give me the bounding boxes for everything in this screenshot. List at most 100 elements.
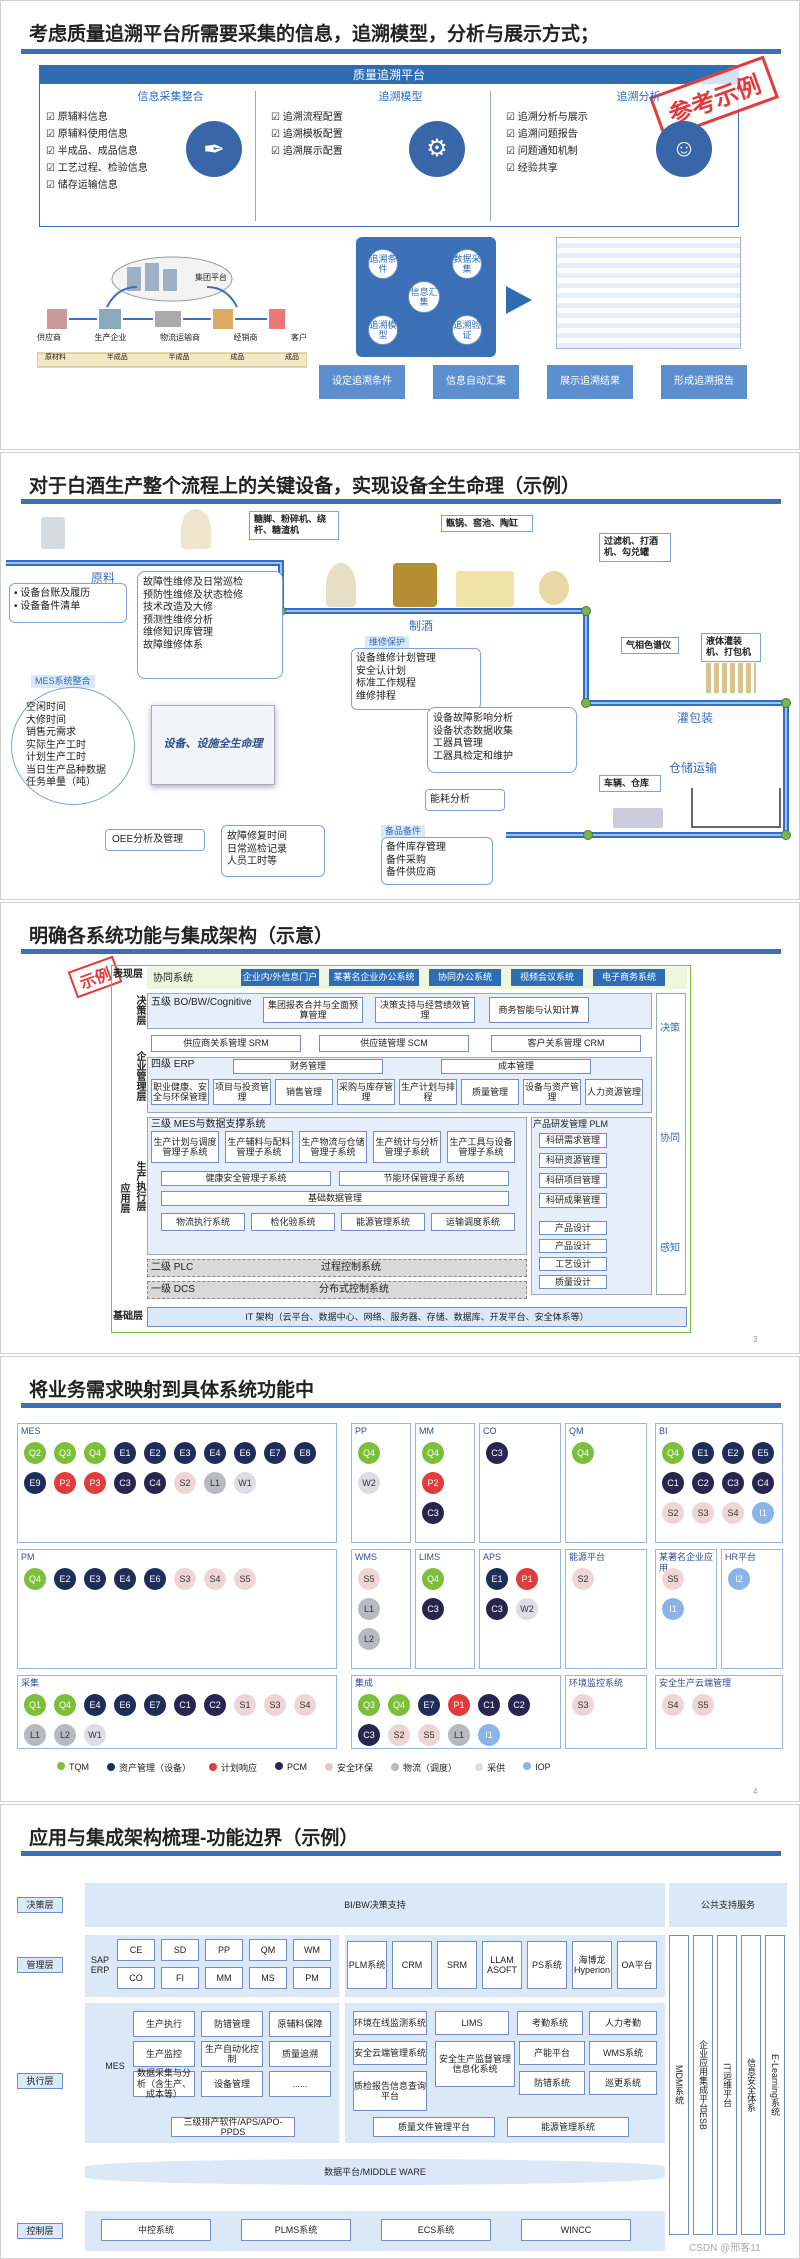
- requirement-badge: E3: [174, 1442, 196, 1464]
- list-item: ☑ 原辅料使用信息: [46, 128, 128, 140]
- requirement-badge: C2: [692, 1472, 714, 1494]
- flow-node: [581, 698, 591, 708]
- side-sense: 感知: [660, 1243, 680, 1254]
- list-item: • 设备备件清单: [14, 600, 81, 612]
- slide-boundary: 应用与集成架构梳理-功能边界（示例） 决策层 管理层 执行层 控制层 BI/BW…: [0, 1804, 800, 2259]
- requirement-badge: P2: [54, 1472, 76, 1494]
- list-item: ☑ 追溯问题报告: [506, 128, 578, 140]
- requirement-badge: S2: [662, 1502, 684, 1524]
- l3-item: 生产工具与设备管理子系统: [447, 1131, 515, 1163]
- layer-biz: 企业管理层: [134, 1051, 145, 1101]
- slide-equipment-lifecycle: 对于白酒生产整个流程上的关键设备，实现设备全生命理（示例） 原料 制酒 灌包装 …: [0, 452, 800, 900]
- bi-box: BI/BW决策支持: [85, 1883, 665, 1927]
- list-item: ☑ 追溯模板配置: [271, 128, 343, 140]
- requirement-badge: E6: [114, 1694, 136, 1716]
- l4-item: 职业健康、安全与环保管理: [151, 1079, 209, 1105]
- platform-header: 质量追溯平台: [40, 66, 738, 84]
- requirement-badge: C2: [508, 1694, 530, 1716]
- slide-architecture: 明确各系统功能与集成架构（示意） 示例 表现层 协同系统 企业内/外信息门户 某…: [0, 902, 800, 1354]
- col-analysis-list: ☑ 追溯分析与展示 ☑ 追溯问题报告 ☑ 问题通知机制 ☑ 经验共享: [506, 109, 731, 177]
- fin-item: 财务管理: [233, 1059, 383, 1074]
- l3d-item: 运输调度系统: [431, 1213, 515, 1231]
- requirement-badge: C3: [486, 1598, 508, 1620]
- mes-module: 生产自动化控制: [201, 2041, 263, 2067]
- stage-raw: 原料: [91, 571, 116, 585]
- requirement-badge: C3: [422, 1598, 444, 1620]
- step-box: 展示追溯结果: [547, 365, 633, 399]
- requirement-badge: Q4: [422, 1568, 444, 1590]
- l5-label: 五级 BO/BW/Cognitive: [151, 997, 252, 1008]
- requirement-badge: C1: [478, 1694, 500, 1716]
- page-number: 3: [753, 1335, 758, 1344]
- scm-item: 供应链管理 SCM: [319, 1035, 469, 1052]
- l5-item: 决策支持与经营绩效管理: [375, 997, 475, 1023]
- energy-box: 能源管理系统: [507, 2117, 629, 2137]
- requirement-badge: L1: [358, 1598, 380, 1620]
- plm-item: 科研项目管理: [539, 1173, 607, 1188]
- requirement-badge: S4: [204, 1568, 226, 1590]
- steps-row: 设定追溯条件 信息自动汇集 展示追溯结果 形成追溯报告: [319, 365, 749, 399]
- flow-node: [581, 606, 591, 616]
- requirement-badge: C2: [204, 1694, 226, 1716]
- step-box: 信息自动汇集: [433, 365, 519, 399]
- requirement-badge: Q4: [24, 1568, 46, 1590]
- dcs-zone: [147, 1281, 527, 1299]
- l3b-item: 健康安全管理子系统: [161, 1171, 331, 1186]
- flow-node: [583, 830, 593, 840]
- ctrl-module: ECS系统: [381, 2219, 491, 2241]
- col-model: 追溯模型 ☑ 追溯流程配置 ☑ 追溯模板配置 ☑ 追溯展示配置 ⚙: [271, 91, 491, 221]
- requirement-badge: C4: [144, 1472, 166, 1494]
- stage-brew: 制酒: [409, 619, 434, 633]
- list-item: ☑ 储存运输信息: [46, 179, 118, 191]
- row-ctrl: 控制层: [17, 2223, 63, 2239]
- requirement-badge: S2: [388, 1724, 410, 1746]
- fin-item: 成本管理: [441, 1059, 591, 1074]
- tag-blend-equip: 过滤机、打酒机、勾兑罐: [599, 533, 671, 562]
- flow-labels: 原材料 半成品 半成品 成品 成品: [45, 354, 299, 363]
- l3-item: 生产统计与分析管理子系统: [373, 1131, 441, 1163]
- plc-zone: [147, 1259, 527, 1277]
- side-module: E-Learning系统: [765, 1935, 785, 2235]
- mgmt-module: SRM: [437, 1941, 477, 1989]
- requirement-badge: P3: [84, 1472, 106, 1494]
- mgmt-module: PLM系统: [347, 1941, 387, 1989]
- mes-module: ......: [269, 2071, 331, 2097]
- requirement-badge: C3: [358, 1724, 380, 1746]
- presenter-icon: ☺: [656, 121, 712, 177]
- requirement-badge: L2: [54, 1724, 76, 1746]
- step-box: 设定追溯条件: [319, 365, 405, 399]
- tag-raw-equip: 糖脚、粉碎机、绕杆、糖渣机: [249, 511, 339, 540]
- title-bar: [21, 499, 781, 504]
- requirement-badge: I1: [662, 1598, 684, 1620]
- sap-label: SAP ERP: [90, 1954, 110, 1975]
- list-item: ☑ 问题通知机制: [506, 145, 578, 157]
- plm-col: 科研需求管理科研资源管理科研项目管理科研成果管理产品设计产品设计工艺设计质量设计: [539, 1133, 611, 1293]
- requirement-badge: Q4: [54, 1694, 76, 1716]
- side-module: MDM系统: [669, 1935, 689, 2235]
- portal-item: 电子商务系统: [593, 969, 665, 986]
- requirement-badge: E2: [722, 1442, 744, 1464]
- requirement-badge: E5: [752, 1442, 774, 1464]
- list-item: 维修排程: [356, 690, 396, 702]
- exec-module: 考勤系统: [517, 2011, 583, 2035]
- mes-module: 原辅料保障: [269, 2011, 331, 2037]
- requirement-badge: C3: [722, 1472, 744, 1494]
- system-name: MM: [419, 1426, 434, 1436]
- l4-row: 职业健康、安全与环保管理项目与投资管理销售管理采购与库存管理生产计划与排程质量管…: [151, 1079, 651, 1107]
- plm-label: 产品研发管理 PLM: [533, 1119, 609, 1129]
- side-module: 企业应用集成平台ESB: [693, 1935, 713, 2235]
- exec-module: 巡更系统: [589, 2071, 657, 2095]
- l3-item: 生产物流与仓储管理子系统: [299, 1131, 367, 1163]
- l3-item: 生产辅料与配料管理子系统: [225, 1131, 293, 1163]
- requirement-badge: S4: [294, 1694, 316, 1716]
- portal-label: 协同系统: [153, 973, 193, 984]
- requirement-badge: E2: [54, 1568, 76, 1590]
- requirement-badge: Q4: [572, 1442, 594, 1464]
- requirement-badge: Q3: [358, 1694, 380, 1716]
- plm-design: 产品设计: [539, 1221, 607, 1235]
- tag-chrom: 气相色谱仪: [621, 637, 679, 655]
